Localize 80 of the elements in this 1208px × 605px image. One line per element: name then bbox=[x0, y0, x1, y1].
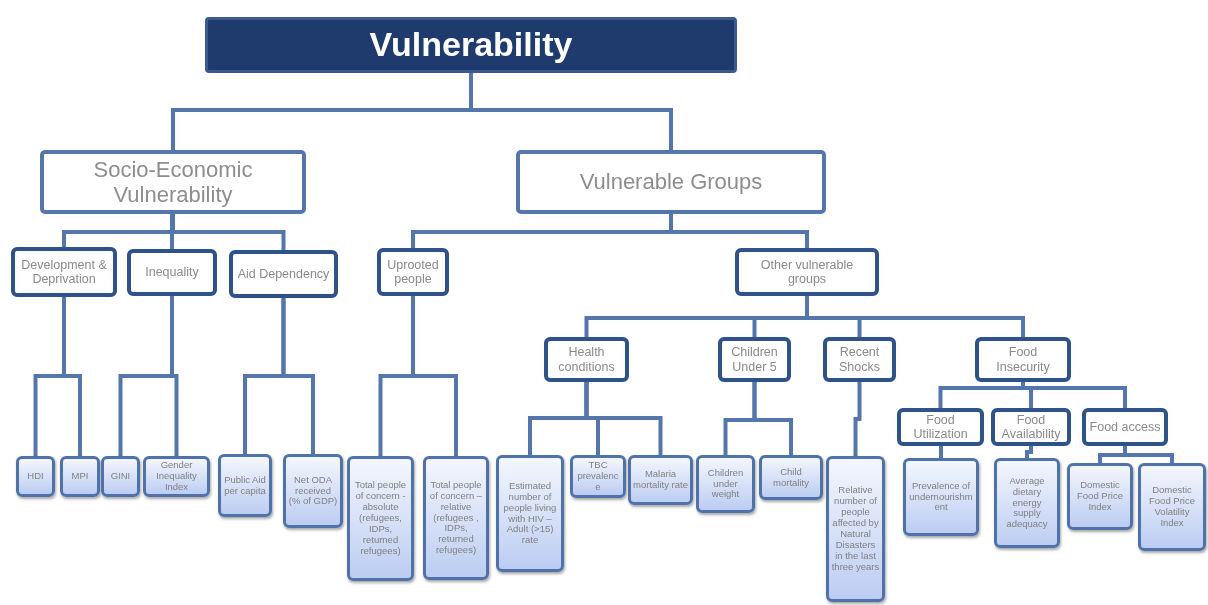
subcategory-box bbox=[1082, 408, 1168, 446]
node-label: Food Availability bbox=[1000, 412, 1062, 442]
indicator-box bbox=[283, 454, 343, 528]
connector-line bbox=[584, 382, 663, 455]
node-label: Vulnerable Groups bbox=[579, 169, 763, 195]
node-label: Food Utilization bbox=[912, 412, 969, 442]
indicator-box bbox=[60, 456, 100, 497]
subcategory-box bbox=[718, 337, 791, 382]
node-label: Net ODA received (% of GDP) bbox=[288, 474, 338, 508]
node-label: GINI bbox=[110, 471, 131, 482]
subcategory-box bbox=[127, 249, 217, 296]
node-label: MPI bbox=[71, 471, 89, 482]
indicator-box bbox=[218, 454, 272, 517]
node-label: Child mortality bbox=[772, 466, 810, 489]
node-label: Malaria mortality rate bbox=[633, 469, 688, 491]
indicator-box bbox=[1067, 463, 1133, 530]
indicator-box bbox=[903, 458, 979, 536]
node-label: Total people of concern - absolute (refugees, IDPs, returned refugees) bbox=[353, 480, 408, 557]
subcategory-box bbox=[229, 250, 338, 298]
node-label: Vulnerability bbox=[369, 25, 573, 65]
category-box bbox=[516, 150, 826, 214]
node-label: Uprooted people bbox=[386, 257, 440, 287]
subcategory-box bbox=[975, 337, 1071, 382]
node-label: Socio-Economic Vulnerability bbox=[92, 156, 254, 208]
node-label: Children under weight bbox=[706, 467, 745, 501]
node-label: Food Insecurity bbox=[995, 345, 1051, 374]
node-label: Inequality bbox=[145, 265, 199, 280]
connector-line bbox=[1021, 382, 1127, 408]
indicator-box bbox=[570, 455, 626, 498]
connector-line bbox=[171, 214, 286, 250]
indicator-box bbox=[423, 456, 489, 580]
node-label: Development & Deprivation bbox=[20, 257, 108, 287]
indicator-box bbox=[347, 456, 414, 581]
node-label: Other vulnerable groups bbox=[759, 257, 855, 287]
connector-line bbox=[853, 382, 862, 456]
node-label: Average dietary energy supply adequacy bbox=[1005, 475, 1049, 531]
node-label: Total people of concern – relative (refugees , IDPs, returned refugees) bbox=[428, 479, 484, 557]
node-label: Prevalence of undernourishment bbox=[908, 480, 974, 514]
subcategory-box bbox=[735, 248, 879, 296]
indicator-box bbox=[1138, 463, 1206, 551]
connector-line bbox=[281, 298, 315, 454]
node-label: Estimated number of people living with HIV – Adult (>15) rate bbox=[502, 480, 558, 547]
indicator-box bbox=[994, 458, 1060, 548]
title-box bbox=[205, 17, 737, 73]
node-label: Children Under 5 bbox=[730, 345, 779, 374]
connector-line bbox=[1025, 446, 1033, 458]
connector-line bbox=[752, 382, 793, 455]
indicator-box bbox=[696, 455, 755, 513]
indicator-box bbox=[759, 455, 823, 500]
node-label: Recent Shocks bbox=[838, 345, 881, 374]
subcategory-box bbox=[897, 408, 984, 446]
subcategory-box bbox=[11, 247, 117, 297]
subcategory-box bbox=[377, 248, 449, 296]
subcategory-box bbox=[991, 408, 1071, 446]
node-label: Health conditions bbox=[557, 345, 616, 374]
indicator-box bbox=[826, 456, 885, 602]
node-label: Public Aid per capita bbox=[223, 474, 267, 497]
indicator-box bbox=[143, 456, 210, 497]
node-label: Domestic Food Price Index bbox=[1076, 480, 1124, 513]
node-label: HDI bbox=[27, 471, 44, 482]
subcategory-box bbox=[544, 337, 629, 382]
indicator-box bbox=[628, 455, 693, 505]
connector-line bbox=[805, 296, 1025, 337]
connector-line bbox=[939, 446, 943, 458]
node-label: Food access bbox=[1089, 419, 1161, 435]
category-box bbox=[40, 150, 306, 214]
node-label: Gender Inequality Index bbox=[155, 460, 198, 493]
connector-line bbox=[669, 214, 809, 248]
node-label: Aid Dependency bbox=[237, 266, 330, 282]
indicator-box bbox=[101, 456, 140, 497]
node-label: TBC prevalence bbox=[576, 460, 620, 493]
node-label: Domestic Food Price Volatility Index bbox=[1148, 485, 1196, 529]
node-label: Relative number of people affected by Natural Disasters in the last three years bbox=[831, 485, 880, 573]
connector-line bbox=[170, 214, 174, 249]
indicator-box bbox=[16, 456, 55, 497]
indicator-box bbox=[496, 455, 564, 572]
connector-line bbox=[62, 297, 82, 456]
subcategory-box bbox=[823, 337, 896, 382]
connector-line bbox=[1123, 446, 1174, 463]
connector-line bbox=[469, 73, 673, 150]
